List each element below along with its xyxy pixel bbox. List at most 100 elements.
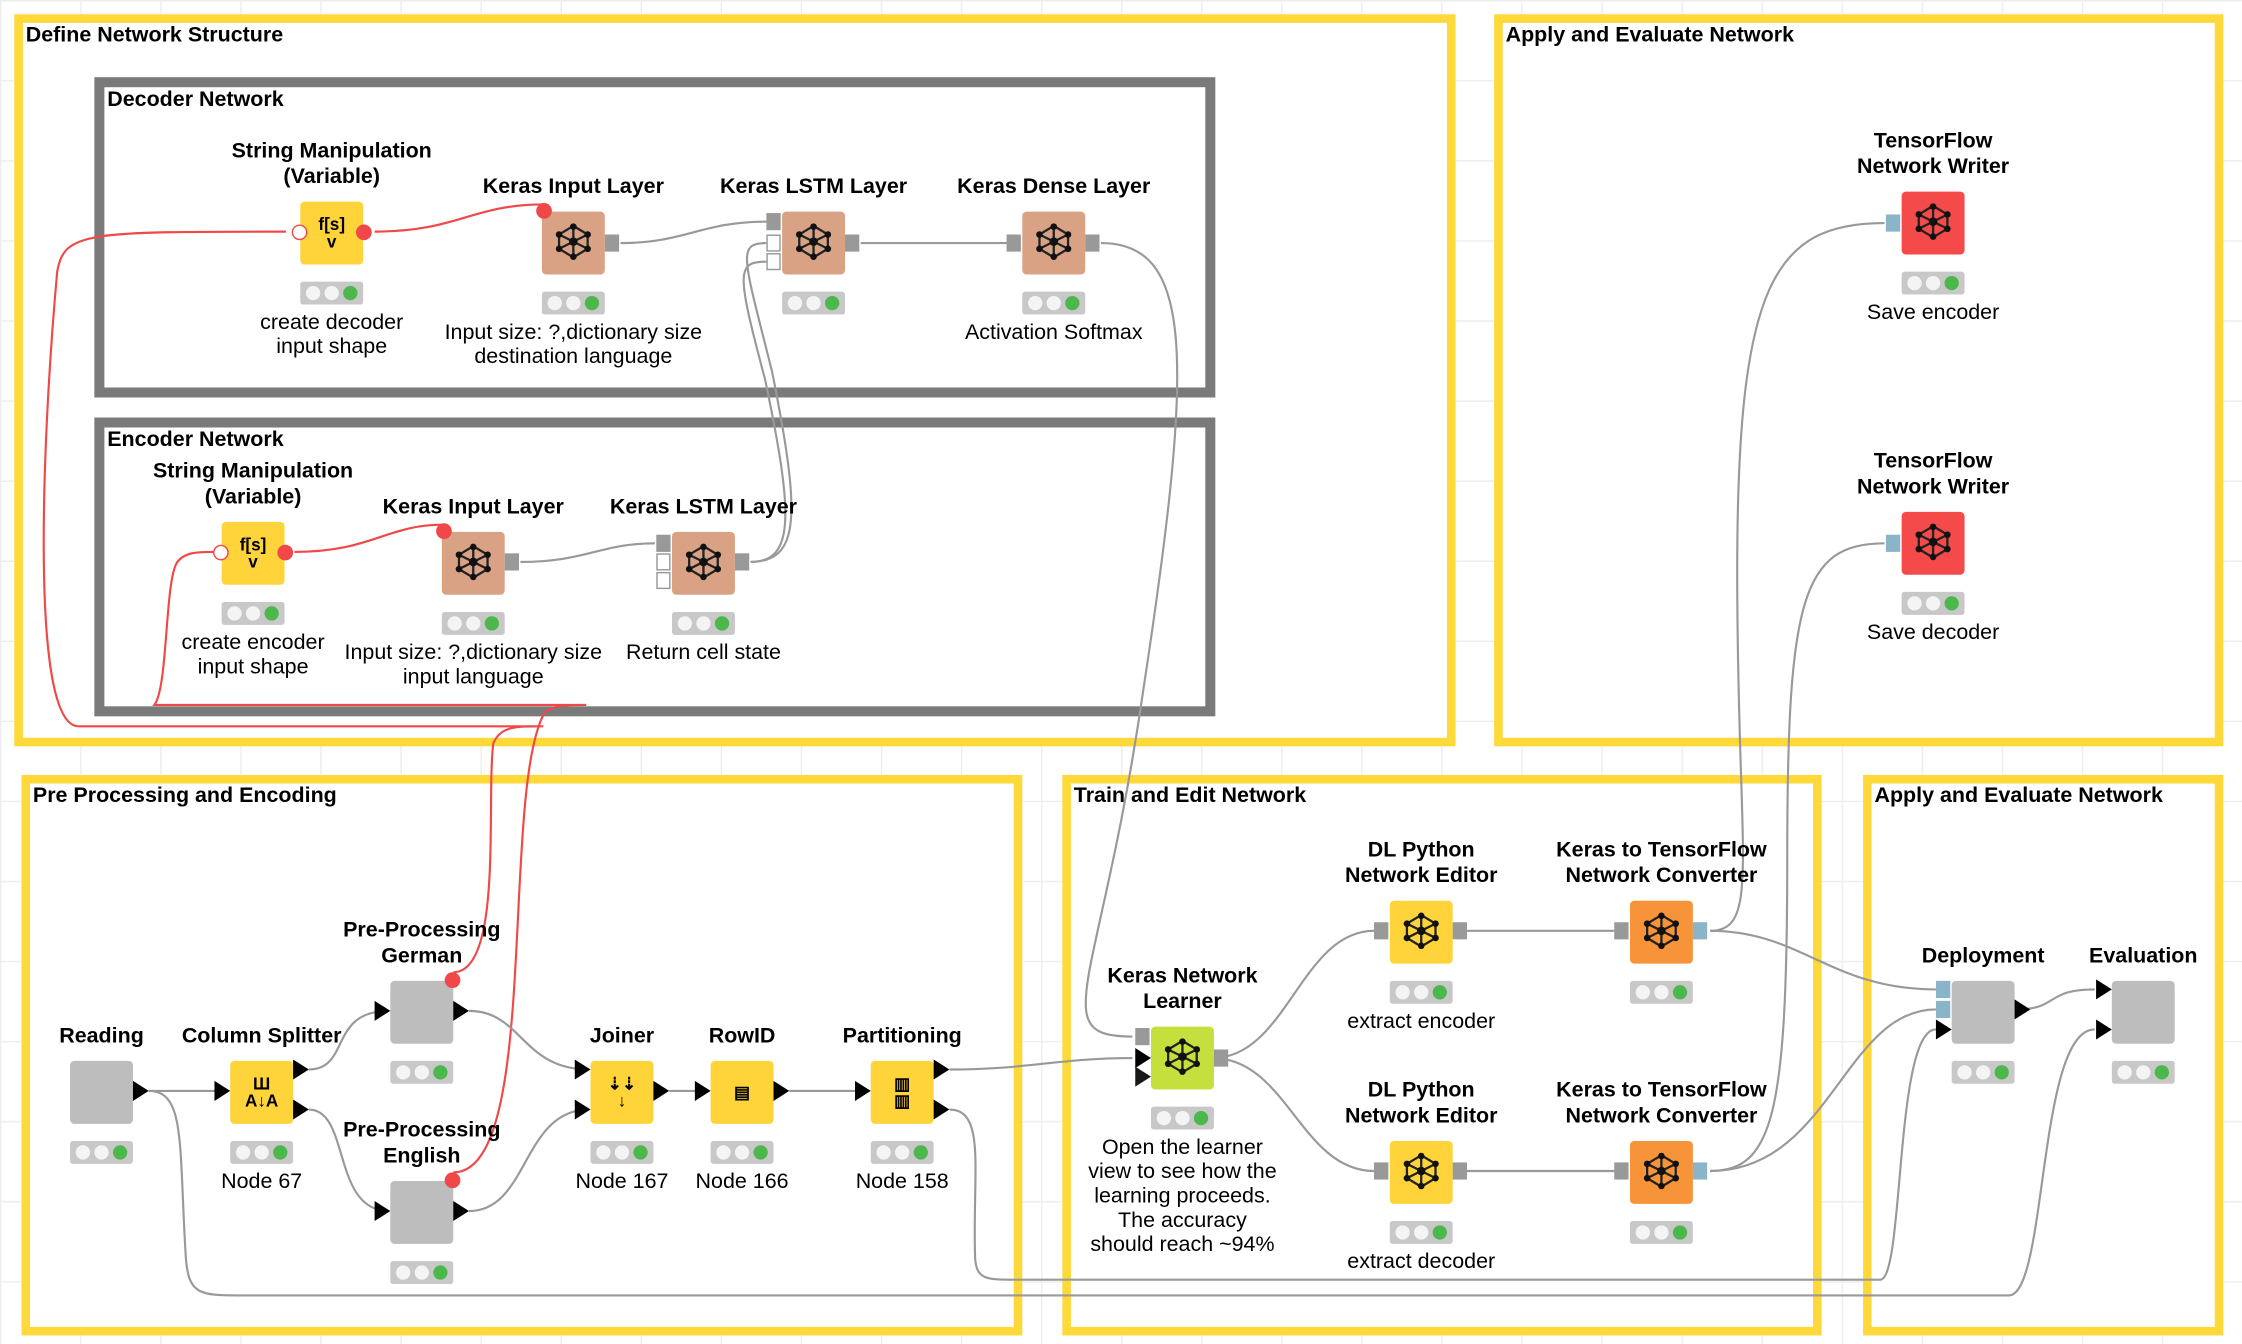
node-caption[interactable]: extract encoder — [1347, 1009, 1496, 1034]
node-caption[interactable]: Node 167 — [575, 1169, 669, 1194]
in-port[interactable] — [656, 571, 671, 590]
node-caption[interactable]: Open the learner view to see how the lea… — [1088, 1135, 1277, 1257]
in-port[interactable] — [374, 1000, 391, 1021]
flow-variable-out-port[interactable] — [356, 223, 372, 240]
in-port[interactable] — [574, 1059, 591, 1080]
in-port[interactable] — [1614, 922, 1629, 940]
flow-variable-in-port[interactable] — [536, 203, 552, 219]
in-port[interactable] — [656, 534, 671, 552]
node-body[interactable] — [1389, 900, 1453, 964]
out-port[interactable] — [453, 1201, 469, 1222]
in-port[interactable] — [855, 1080, 871, 1101]
node-caption[interactable]: Activation Softmax — [964, 320, 1143, 345]
node-caption[interactable]: Save decoder — [1866, 620, 2000, 645]
node-body[interactable] — [1901, 191, 1965, 255]
node-caption[interactable]: Input size: ?,dictionary size destinatio… — [444, 320, 703, 369]
node-reading[interactable]: Reading — [59, 1024, 149, 1164]
in-port[interactable] — [1135, 1028, 1150, 1046]
node-pp-german[interactable]: Pre-Processing German — [343, 918, 500, 1084]
out-port[interactable] — [933, 1099, 950, 1120]
node-pp-english[interactable]: Pre-Processing English — [343, 1118, 500, 1284]
in-port[interactable] — [766, 213, 781, 231]
node-body[interactable] — [672, 531, 735, 595]
node-body[interactable] — [1629, 1140, 1693, 1204]
in-port[interactable] — [1935, 1000, 1951, 1019]
out-port[interactable] — [1692, 922, 1708, 940]
node-caption[interactable]: extract decoder — [1347, 1249, 1496, 1274]
in-port[interactable] — [574, 1099, 591, 1120]
node-body[interactable] — [782, 211, 846, 275]
node-body[interactable] — [1150, 1026, 1214, 1090]
node-evaluation[interactable]: Evaluation — [2089, 944, 2198, 1084]
node-body[interactable] — [1389, 1140, 1453, 1204]
flow-variable-out-port[interactable] — [444, 972, 461, 988]
node-caption[interactable]: Node 166 — [695, 1169, 789, 1194]
node-body[interactable]: ▤ — [710, 1060, 774, 1124]
node-caption[interactable]: Node 67 — [221, 1169, 303, 1194]
out-port[interactable] — [1213, 1049, 1229, 1067]
node-partitioning[interactable]: Partitioning▥ ▥Node 158 — [843, 1024, 962, 1194]
in-port[interactable] — [1135, 1066, 1151, 1087]
out-port[interactable] — [2014, 999, 2031, 1020]
in-port[interactable] — [1374, 922, 1389, 940]
node-body[interactable]: ⇣⇣ ↓ — [590, 1060, 654, 1124]
in-port[interactable] — [656, 553, 671, 571]
node-joiner[interactable]: Joiner⇣⇣ ↓Node 167 — [574, 1024, 670, 1194]
in-port[interactable] — [766, 253, 781, 271]
out-port[interactable] — [453, 1000, 469, 1021]
in-port[interactable] — [1885, 534, 1901, 552]
in-port[interactable] — [1374, 1162, 1389, 1180]
node-body[interactable] — [1022, 211, 1086, 275]
in-port[interactable] — [1885, 214, 1901, 232]
out-port[interactable] — [1452, 922, 1467, 940]
in-port[interactable] — [1135, 1048, 1151, 1069]
in-port[interactable] — [766, 234, 781, 252]
flow-variable-in-port[interactable] — [291, 223, 308, 240]
node-body[interactable] — [1901, 511, 1965, 575]
out-port[interactable] — [132, 1080, 149, 1101]
out-port[interactable] — [293, 1059, 309, 1080]
flow-variable-in-port[interactable] — [213, 544, 229, 560]
in-port[interactable] — [1614, 1162, 1629, 1180]
node-caption[interactable]: Node 158 — [855, 1169, 949, 1194]
out-port[interactable] — [293, 1099, 309, 1120]
node-body[interactable] — [2111, 980, 2175, 1044]
node-body[interactable] — [390, 980, 454, 1044]
in-port[interactable] — [2096, 1019, 2112, 1040]
node-body[interactable]: f[s] v — [221, 521, 285, 585]
node-body[interactable] — [541, 211, 605, 275]
node-caption[interactable]: Return cell state — [625, 640, 781, 665]
node-body[interactable]: ▥ ▥ — [870, 1060, 934, 1124]
node-body[interactable] — [1951, 980, 2015, 1044]
node-body[interactable]: Ш A↓A — [230, 1060, 294, 1124]
node-body[interactable] — [441, 531, 505, 595]
in-port[interactable] — [2096, 979, 2112, 1000]
in-port[interactable] — [1935, 980, 1951, 999]
out-port[interactable] — [604, 234, 620, 252]
node-caption[interactable]: create encoder input shape — [181, 630, 325, 680]
flow-variable-in-port[interactable] — [436, 523, 452, 540]
node-body[interactable]: f[s] v — [300, 201, 364, 265]
out-port[interactable] — [933, 1059, 950, 1080]
flow-variable-out-port[interactable] — [444, 1172, 461, 1189]
out-port[interactable] — [734, 553, 750, 571]
node-body[interactable] — [1629, 900, 1693, 964]
flow-variable-out-port[interactable] — [277, 544, 294, 560]
node-caption[interactable]: Input size: ?,dictionary size input lang… — [344, 640, 603, 690]
node-caption[interactable]: Save encoder — [1866, 300, 2000, 325]
out-port[interactable] — [653, 1080, 670, 1101]
node-caption[interactable]: create decoder input shape — [260, 310, 404, 359]
